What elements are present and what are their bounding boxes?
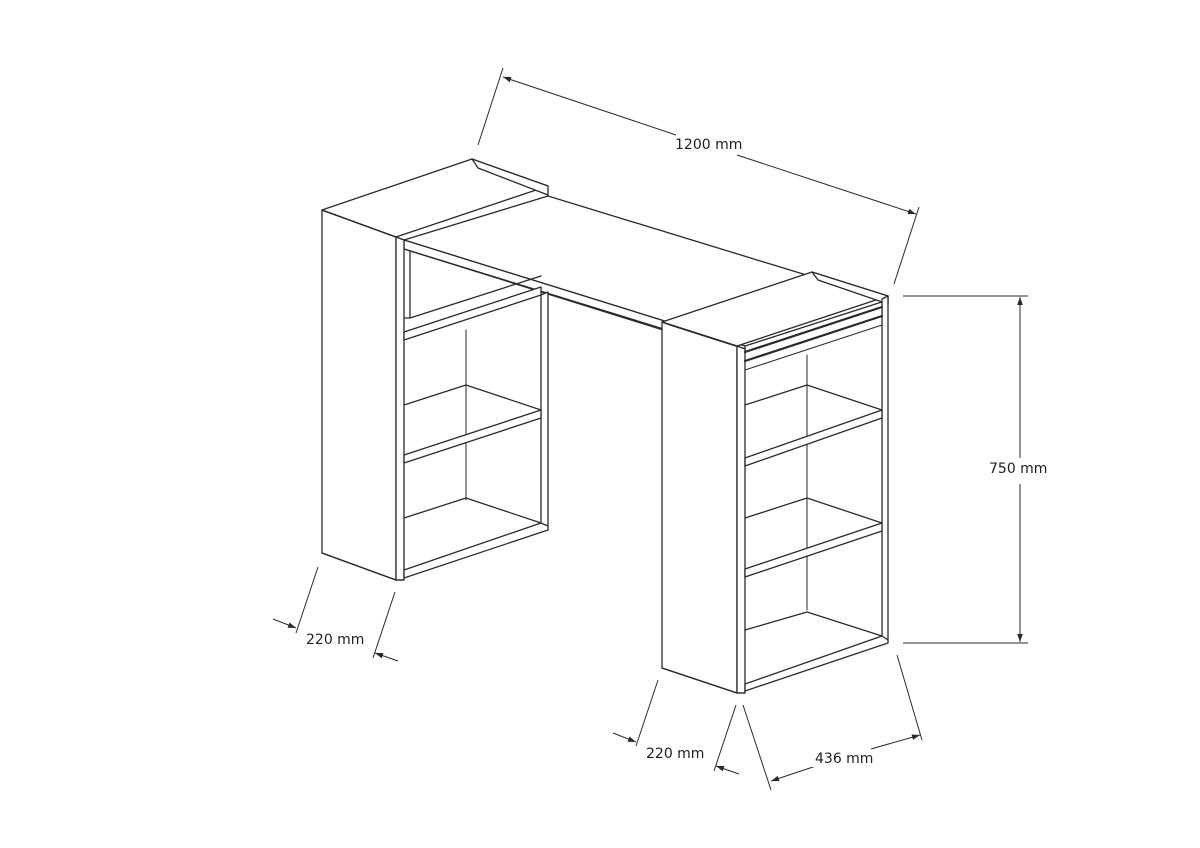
dimension-height: [903, 295, 1028, 644]
cabinet-width-dimension-label: 436 mm: [812, 751, 877, 767]
width-dimension-label: 1200 mm: [672, 137, 746, 153]
dimension-left-depth: [272, 566, 399, 662]
left-depth-dimension-label: 220 mm: [303, 632, 368, 648]
dimension-cabinet-width: [742, 654, 923, 791]
dimension-right-depth: [612, 679, 740, 775]
right-depth-dimension-label: 220 mm: [643, 746, 708, 762]
right-cabinet: [661, 271, 889, 694]
height-dimension-label: 750 mm: [986, 461, 1051, 477]
dimension-width: [477, 67, 920, 285]
left-cabinet: [321, 158, 549, 581]
